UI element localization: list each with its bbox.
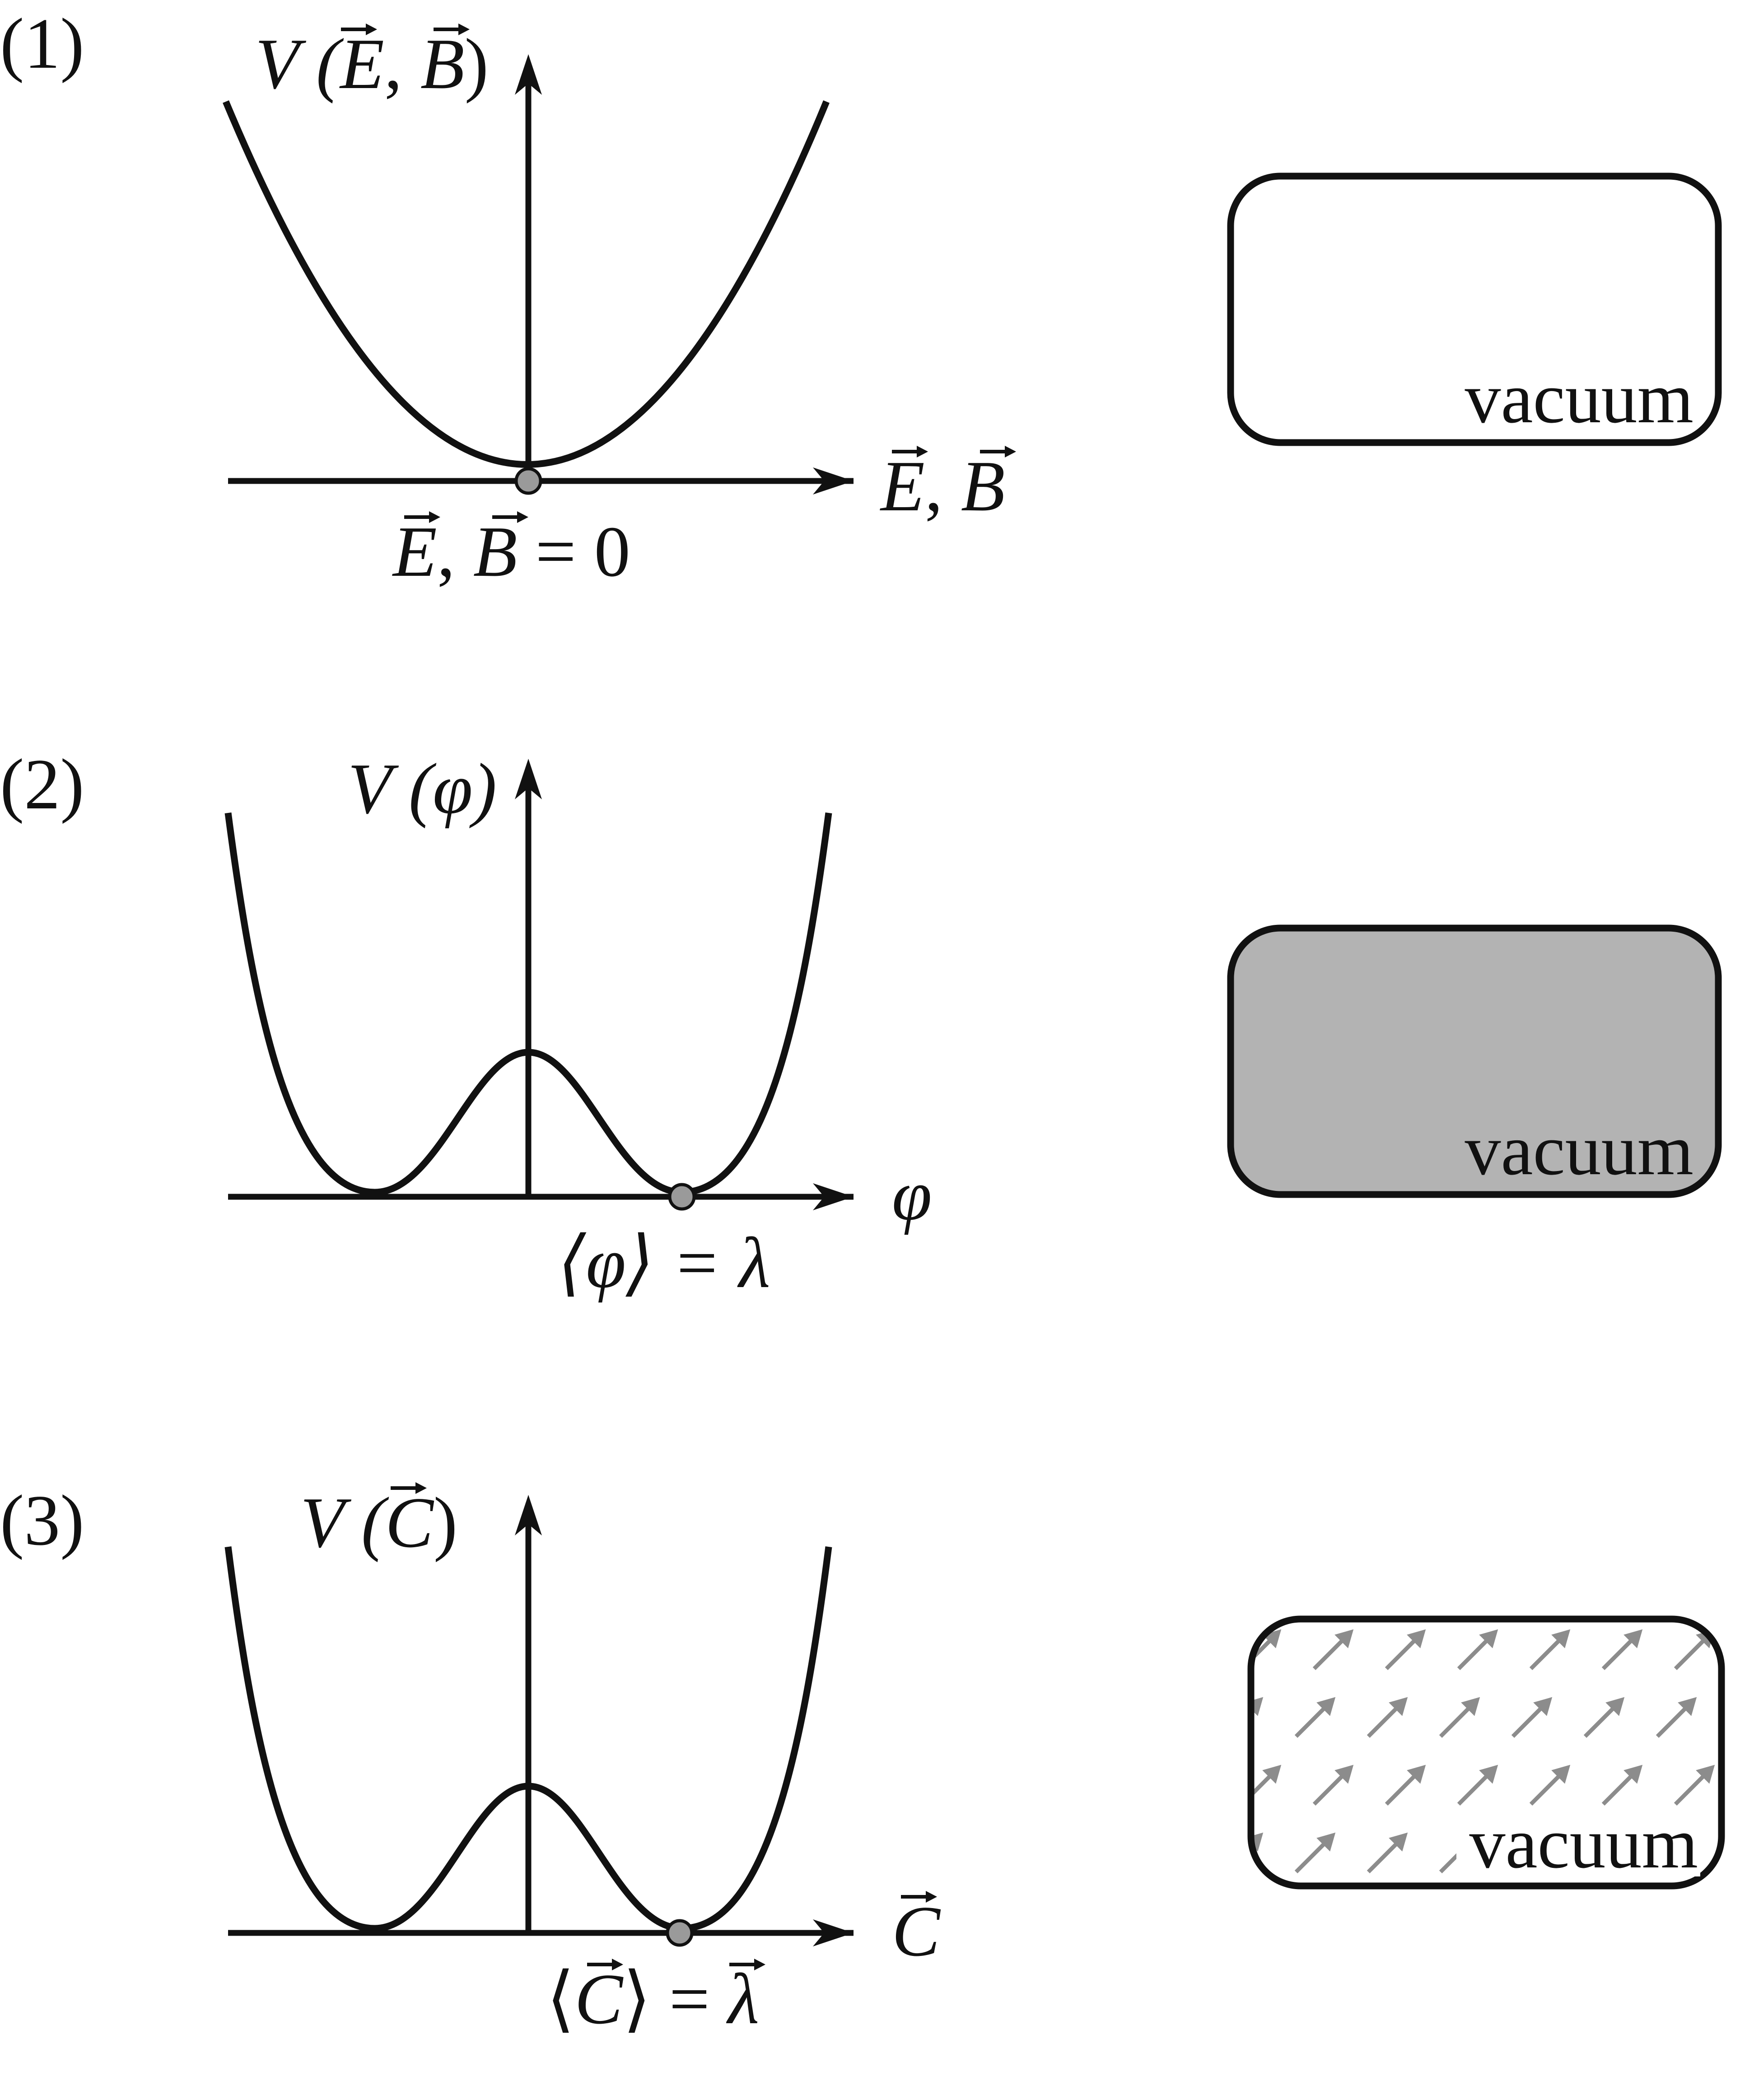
panel-3-y-label-vector-arrow [391,1482,427,1494]
field-arrow-icon [1224,1562,1263,1601]
field-arrow-icon [1294,1697,1336,1738]
panel-3-number: (3) [0,1480,84,1560]
panel-2: (2) V (φ) φ ⟨φ⟩ = λ vacuum [0,744,1722,1303]
field-arrow-icon [1459,1900,1498,1940]
field-arrow-icon [1385,1764,1426,1806]
field-arrow-icon [1386,1900,1426,1940]
field-arrow-icon [1529,1764,1571,1806]
field-arrow-icon [1242,1900,1281,1940]
panel-1-x-label-vector-arrows [892,446,1016,457]
field-arrow-icon [1585,1562,1624,1601]
panel-1-y-axis-arrow-icon [515,54,542,95]
panel-2-vacuum-box [1227,924,1722,1198]
panel-1-x-axis-arrow-icon [813,467,854,495]
field-arrow-icon [1513,1562,1552,1601]
field-arrow-icon [1730,1562,1740,1601]
panel-1-y-label-vector-arrows [341,23,470,35]
panel-2-vacuum-label: vacuum [1465,1110,1693,1190]
field-arrow-icon [1294,1832,1336,1874]
panel-2-vacuum-dot [668,1183,696,1211]
field-arrow-icon [1312,1629,1354,1671]
panel-1-y-axis-label: V (E, B) [255,23,489,104]
field-arrow-icon [1603,1900,1642,1940]
panel-2-minimum-label: ⟨φ⟩ = λ [558,1223,770,1303]
field-arrow-icon [1457,1764,1498,1806]
field-arrow-icon [1314,1900,1353,1940]
panel-3-x-axis-arrow-icon [813,1919,854,1946]
field-arrow-icon [1601,1764,1643,1806]
panel-3-label-backdrop [1456,1818,1700,1876]
field-arrow-icon [1511,1697,1553,1738]
field-arrow-icon [1674,1764,1715,1806]
panel-1-x-axis-label: E, B [880,446,1005,526]
field-arrow-icon [1439,1697,1480,1738]
panel-3-y-axis-label: V (C) [300,1482,457,1563]
panel-3-vacuum-dot [666,1919,694,1947]
field-arrow-icon [1296,1562,1335,1601]
panel-3-minimum-label: ⟨C⟩ = λ [546,1959,759,2039]
panel-3: (3) V (C) C ⟨C⟩ = λ vacuum [0,1480,1740,2039]
field-arrow-icon [1675,1900,1715,1940]
panel-2-x-axis-arrow-icon [813,1183,854,1210]
field-arrow-icon [1730,1833,1740,1872]
panel-2-y-axis-arrow-icon [515,759,542,799]
field-arrow-icon [1601,1629,1643,1671]
panel-3-x-axis-label: C [892,1891,941,1971]
field-arrow-icon [1583,1697,1625,1738]
panel-1-vacuum-dot [514,467,542,495]
field-arrow-icon [1441,1562,1480,1601]
panel-2-y-axis-label: V (φ) [348,748,497,829]
field-arrow-icon [1368,1562,1408,1601]
panel-3-vacuum-box [1247,1615,1725,1890]
field-arrow-icon [1529,1629,1571,1671]
field-arrow-icon [1656,1697,1697,1738]
field-arrow-icon [1312,1764,1354,1806]
panel-2-number: (2) [0,744,84,824]
panel-3-y-axis-arrow-icon [515,1495,542,1535]
field-arrow-icon [1730,1697,1740,1736]
vec-E: E [339,23,384,104]
panel-3-min-label-vector-arrows [587,1959,765,1970]
field-arrow-icon [1367,1832,1408,1874]
field-arrow-icon [1385,1629,1426,1671]
field-arrow-icon [1657,1562,1697,1601]
panel-1-min-label-vector-arrows [404,511,528,523]
field-arrow-icon [1531,1900,1570,1940]
panel-1-vacuum-box [1227,173,1722,446]
panel-1-minimum-label: E, B = 0 [392,511,630,592]
panel-3-vacuum-label: vacuum [1469,1803,1698,1883]
field-arrow-icon [1251,1764,1282,1806]
panel-3-x-label-vector-arrow [901,1891,937,1903]
vec-B: B [420,23,465,104]
field-arrow-icon [1367,1697,1408,1738]
panel-1: (1) V (E, B) E, B E, B = 0 vacuum [0,3,1722,592]
field-arrow-icon [1457,1629,1498,1671]
panel-2-x-axis-label: φ [892,1155,932,1235]
panel-1-number: (1) [0,3,84,84]
panel-1-vacuum-label: vacuum [1465,358,1693,438]
